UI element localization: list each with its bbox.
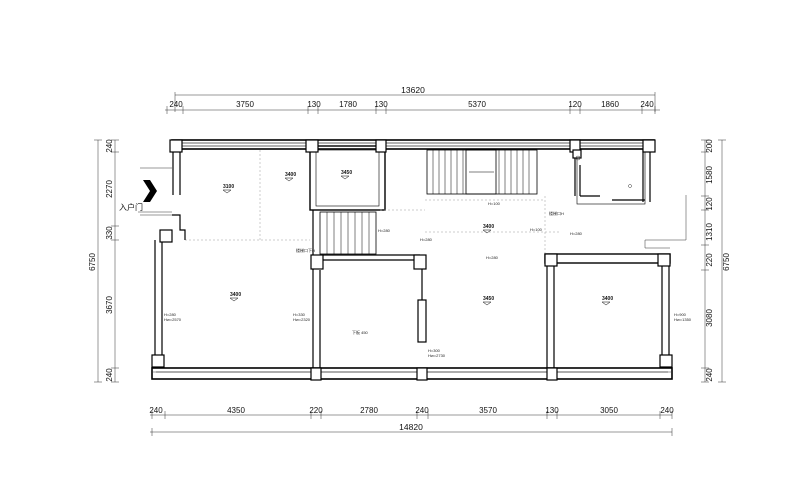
right-dimensions: 200 1580 120 1310 220 3080 240 6750 bbox=[701, 139, 731, 383]
ceiling-note: H=280 bbox=[378, 228, 391, 233]
elevation-label: 3400 bbox=[483, 224, 494, 230]
elevation-label: 3450 bbox=[341, 170, 352, 176]
walls bbox=[140, 139, 687, 380]
right-dim-4: 1310 bbox=[705, 223, 714, 241]
top-dim-2: 3750 bbox=[236, 100, 254, 109]
entry-label: 入户门 bbox=[119, 202, 143, 212]
column bbox=[310, 254, 324, 270]
column bbox=[310, 367, 322, 381]
bottom-dim-2: 4350 bbox=[227, 406, 245, 415]
top-dim-9: 240 bbox=[640, 100, 654, 109]
left-dim-4: 3670 bbox=[105, 296, 114, 314]
top-dim-6: 5370 bbox=[468, 100, 486, 109]
elevation-label: 3400 bbox=[285, 172, 296, 178]
top-total-dimension: 13620 bbox=[401, 85, 425, 95]
elevation-label: 3100 bbox=[223, 184, 234, 190]
staircase bbox=[319, 149, 538, 255]
left-dim-5: 240 bbox=[105, 368, 114, 382]
right-dim-1: 200 bbox=[705, 139, 714, 153]
column bbox=[642, 139, 656, 153]
column bbox=[151, 354, 165, 368]
right-total-dimension: 6750 bbox=[722, 253, 731, 271]
ceiling-note: H=100 bbox=[530, 227, 543, 232]
small-note: 下板 450 bbox=[352, 329, 369, 335]
elevation-label: 3450 bbox=[483, 296, 494, 302]
column bbox=[659, 354, 673, 368]
column bbox=[169, 139, 183, 153]
column bbox=[375, 139, 387, 153]
bottom-dim-7: 130 bbox=[545, 406, 559, 415]
ceiling-note: H=280 bbox=[570, 231, 583, 236]
bottom-dim-4: 2780 bbox=[360, 406, 378, 415]
ceiling-note: H=280 bbox=[486, 255, 499, 260]
bathroom-marker bbox=[575, 155, 632, 188]
ceiling-note: H=280 bbox=[420, 237, 433, 242]
bottom-dim-3: 220 bbox=[309, 406, 323, 415]
left-total-dimension: 6750 bbox=[88, 253, 97, 271]
column bbox=[305, 139, 319, 153]
entry-door: 入户门 bbox=[119, 180, 172, 213]
top-dim-4: 1780 bbox=[339, 100, 357, 109]
bottom-dim-8: 3050 bbox=[600, 406, 618, 415]
left-dim-2: 2270 bbox=[105, 180, 114, 198]
column bbox=[657, 253, 671, 267]
bottom-dim-5: 240 bbox=[415, 406, 429, 415]
columns bbox=[151, 139, 673, 381]
bottom-dimensions: 240 4350 220 2780 240 3570 130 3050 240 … bbox=[149, 406, 674, 436]
elevation-label: 3400 bbox=[230, 292, 241, 298]
bottom-total-dimension: 14820 bbox=[399, 422, 423, 432]
top-dim-7: 120 bbox=[568, 100, 582, 109]
bottom-dim-9: 240 bbox=[660, 406, 674, 415]
bottom-dim-1: 240 bbox=[149, 406, 163, 415]
column bbox=[546, 367, 558, 381]
elevation-labels: 3100 3400 3450 3400 3400 3450 3400 bbox=[222, 170, 613, 306]
small-note: 楼梯口下H bbox=[296, 247, 315, 253]
right-dim-7: 240 bbox=[705, 368, 714, 382]
left-dimensions: 6750 240 2270 330 3670 240 bbox=[88, 139, 119, 383]
left-dim-1: 240 bbox=[105, 139, 114, 153]
right-dim-2: 1580 bbox=[705, 166, 714, 184]
entry-arrow-icon bbox=[143, 180, 157, 202]
top-dim-5: 130 bbox=[374, 100, 388, 109]
column bbox=[572, 149, 582, 159]
top-dim-3: 130 bbox=[307, 100, 321, 109]
right-dim-5: 220 bbox=[705, 253, 714, 267]
ceiling-note: H=100 bbox=[488, 201, 501, 206]
column bbox=[416, 367, 428, 381]
top-dim-1: 240 bbox=[169, 100, 183, 109]
right-dim-6: 3080 bbox=[705, 309, 714, 327]
column bbox=[159, 229, 173, 243]
right-dim-3: 120 bbox=[705, 197, 714, 211]
small-note: 楼梯口H bbox=[549, 210, 564, 216]
column bbox=[413, 254, 427, 270]
elevation-label: 3400 bbox=[602, 296, 613, 302]
left-dim-3: 330 bbox=[105, 226, 114, 240]
top-dimensions: 13620 240 3750 130 1780 130 5370 120 186… bbox=[165, 85, 660, 114]
ceiling-notes: H=100 H=100 H=280 H=280 H=280 H=280 H=28… bbox=[164, 201, 692, 358]
column bbox=[544, 253, 558, 267]
top-dim-8: 1860 bbox=[601, 100, 619, 109]
bottom-dim-6: 3570 bbox=[479, 406, 497, 415]
